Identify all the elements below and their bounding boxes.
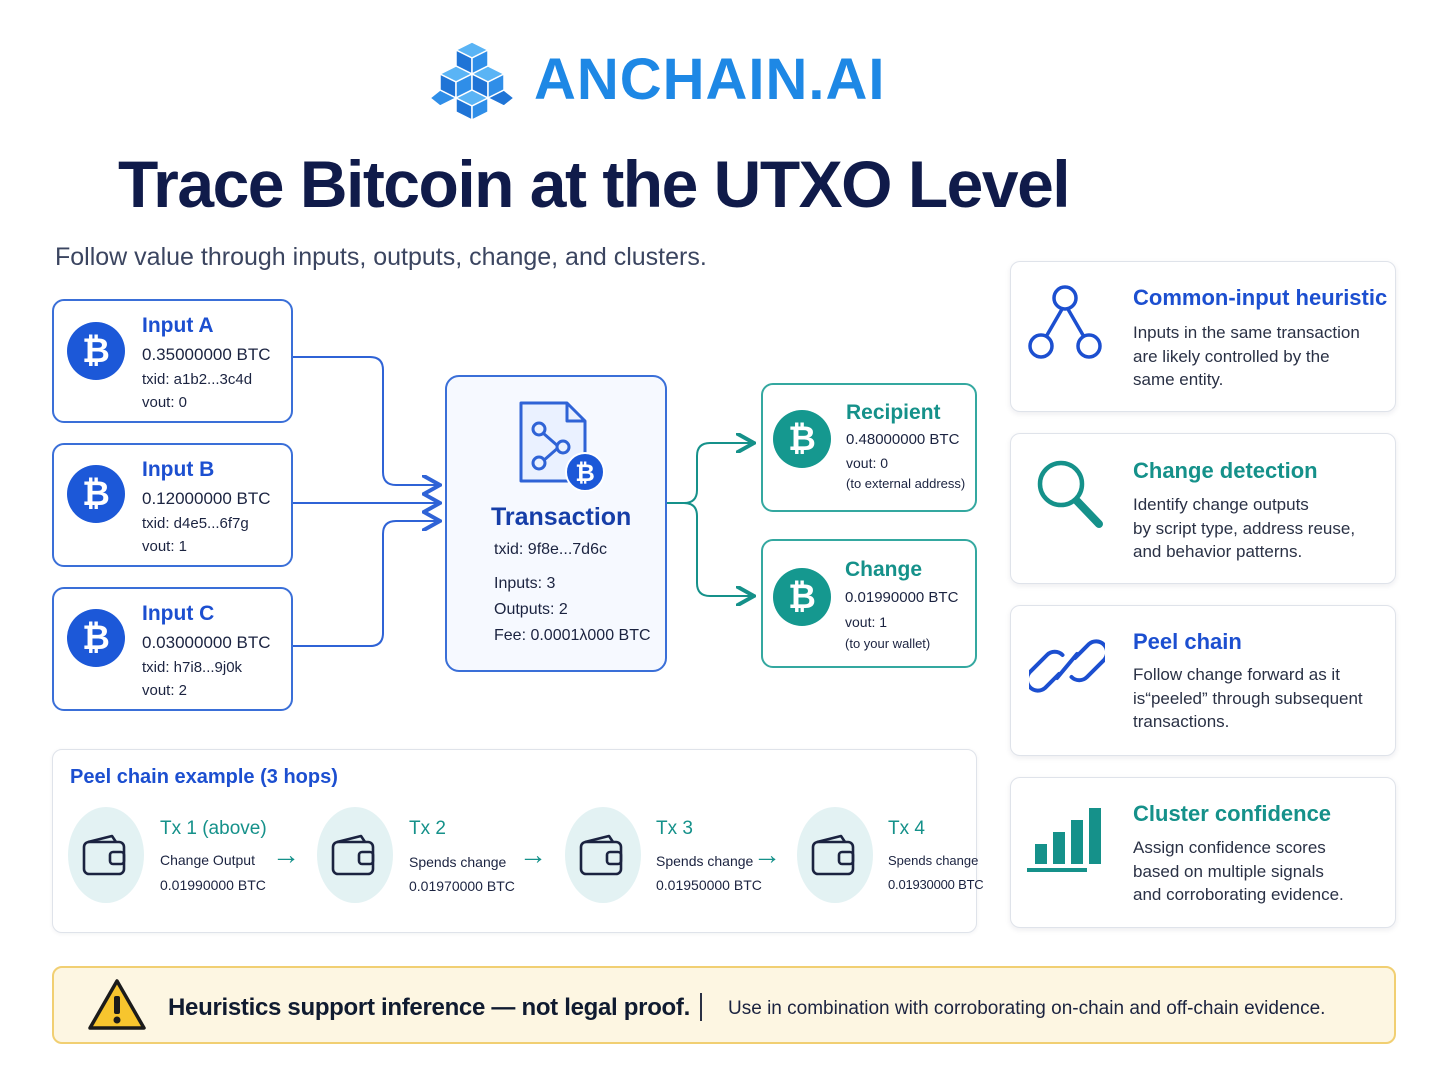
- cube-logo-icon: [430, 41, 514, 122]
- bitcoin-icon: ₿: [67, 609, 125, 667]
- link-icon: [1029, 639, 1105, 693]
- output-title: Change: [845, 558, 923, 581]
- heuristic-title: Common-input heuristic: [1133, 285, 1388, 310]
- hop-title: Tx 4: [888, 818, 925, 839]
- hop-amount: 0.01990000 BTC: [160, 877, 266, 893]
- recipient-output-card[interactable]: ₿ Recipient 0.48000000 BTC vout: 0 (to e…: [761, 383, 977, 512]
- transaction-title: Transaction: [491, 503, 632, 531]
- transaction-card[interactable]: ₿ Transaction txid: 9f8e...7d6c Inputs: …: [445, 375, 667, 672]
- hop-circle: [317, 807, 393, 903]
- output-note: (to your wallet): [845, 636, 931, 651]
- connector-input-a: [293, 356, 438, 485]
- warning-icon: [88, 979, 146, 1030]
- connector-recipient: [667, 443, 752, 504]
- page-title: Trace Bitcoin at the UTXO Level: [118, 147, 1071, 221]
- transaction-fee: Fee: 0.0001λ000 BTC: [494, 627, 651, 644]
- hop-title: Tx 1 (above): [160, 818, 267, 839]
- hop-title: Tx 3: [656, 818, 693, 839]
- input-vout: vout: 1: [142, 538, 188, 555]
- change-output-card[interactable]: ₿ Change 0.01990000 BTC vout: 1 (to your…: [761, 539, 977, 668]
- wallet-icon: [811, 834, 855, 876]
- input-title: Input B: [142, 458, 215, 481]
- magnifier-icon: [1037, 460, 1103, 528]
- hop-label: Change Output: [160, 852, 255, 868]
- output-amount: 0.01990000 BTC: [845, 589, 959, 606]
- bitcoin-icon: ₿: [67, 322, 125, 380]
- input-card-c[interactable]: ₿ Input C 0.03000000 BTC txid: h7i8...9j…: [52, 587, 293, 711]
- output-vout: vout: 1: [845, 614, 888, 630]
- hop-circle: [565, 807, 641, 903]
- warning-divider: [700, 993, 702, 1021]
- input-txid: txid: d4e5...6f7g: [142, 515, 249, 532]
- transaction-txid: txid: 9f8e...7d6c: [494, 541, 607, 558]
- arrow-right-icon: →: [753, 839, 781, 870]
- bitcoin-icon: ₿: [773, 568, 831, 626]
- input-txid: txid: h7i8...9j0k: [142, 659, 243, 676]
- warning-sub-text: Use in combination with corroborating on…: [728, 998, 1326, 1019]
- heuristic-panel-cluster-confidence: Cluster confidence Assign confidence sco…: [1010, 777, 1396, 928]
- output-amount: 0.48000000 BTC: [846, 431, 960, 448]
- heuristic-title: Peel chain: [1133, 629, 1242, 654]
- brand-logo: ANCHAIN.AI: [430, 40, 970, 124]
- hop-title: Tx 2: [409, 818, 446, 839]
- input-vout: vout: 0: [142, 394, 188, 411]
- input-title: Input A: [142, 314, 214, 337]
- hop-circle: [797, 807, 873, 903]
- transaction-document-icon: ₿: [519, 401, 605, 491]
- input-amount: 0.35000000 BTC: [142, 345, 271, 364]
- input-amount: 0.03000000 BTC: [142, 633, 271, 652]
- warning-banner: [52, 966, 1396, 1044]
- warning-main-text: Heuristics support inference — not legal…: [168, 994, 690, 1021]
- page-subtitle: Follow value through inputs, outputs, ch…: [55, 243, 707, 271]
- hop-amount: 0.01950000 BTC: [656, 877, 762, 893]
- connector-input-c: [293, 521, 438, 647]
- wallet-icon: [579, 834, 623, 876]
- input-txid: txid: a1b2...3c4d: [142, 371, 253, 388]
- input-vout: vout: 2: [142, 682, 188, 699]
- heuristic-panel-change-detection: Change detection Identify change outputs…: [1010, 433, 1396, 584]
- output-note: (to external address): [846, 476, 966, 491]
- hop-label: Spends change: [409, 854, 507, 870]
- hop-amount: 0.01930000 BTC: [888, 877, 984, 892]
- output-vout: vout: 0: [846, 455, 889, 471]
- hop-circle: [68, 807, 144, 903]
- heuristic-panel-common-input: Common-input heuristic Inputs in the sam…: [1010, 261, 1396, 412]
- peel-chain-title: Peel chain example (3 hops): [70, 766, 338, 788]
- heuristic-title: Change detection: [1133, 458, 1318, 483]
- input-card-a[interactable]: ₿ Input A 0.35000000 BTC txid: a1b2...3c…: [52, 299, 293, 423]
- connector-change: [667, 502, 752, 596]
- hop-label: Spends change: [656, 853, 754, 869]
- input-amount: 0.12000000 BTC: [142, 489, 271, 508]
- arrow-right-icon: →: [519, 839, 547, 870]
- output-title: Recipient: [846, 401, 941, 424]
- input-card-b[interactable]: ₿ Input B 0.12000000 BTC txid: d4e5...6f…: [52, 443, 293, 567]
- brand-name: ANCHAIN.AI: [534, 47, 886, 112]
- input-title: Input C: [142, 602, 215, 625]
- transaction-outputs: Outputs: 2: [494, 601, 568, 618]
- wallet-icon: [331, 834, 375, 876]
- bitcoin-icon: ₿: [773, 410, 831, 468]
- heuristic-title: Cluster confidence: [1133, 801, 1332, 826]
- nodes-icon: [1028, 285, 1102, 359]
- transaction-inputs: Inputs: 3: [494, 575, 556, 592]
- svg-text:₿: ₿: [575, 460, 595, 487]
- hop-amount: 0.01970000 BTC: [409, 878, 515, 894]
- wallet-icon: [82, 834, 126, 876]
- arrow-right-icon: →: [272, 839, 300, 870]
- bitcoin-icon: ₿: [67, 465, 125, 523]
- bar-chart-icon: [1027, 808, 1101, 872]
- hop-label: Spends change: [888, 853, 979, 868]
